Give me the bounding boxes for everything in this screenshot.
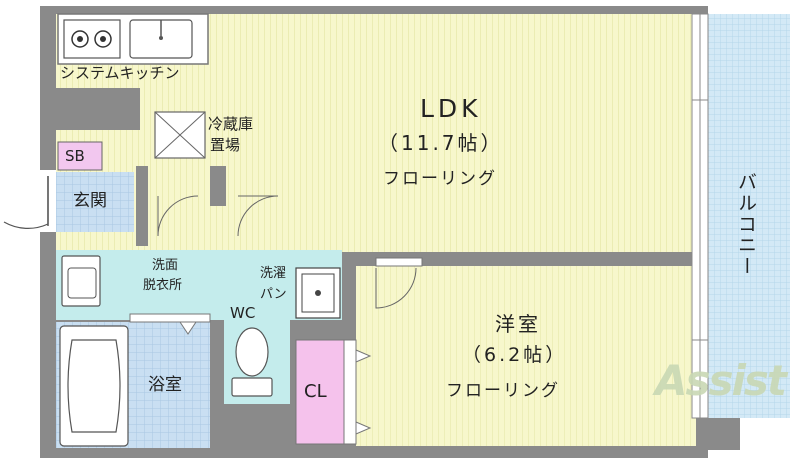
burner-left-icon xyxy=(71,30,89,48)
laundry-label-line2: パン xyxy=(260,287,287,302)
washroom-floor xyxy=(56,250,342,320)
corridor xyxy=(136,170,246,246)
balcony xyxy=(708,14,790,418)
western-door xyxy=(375,267,417,309)
bathtub xyxy=(59,325,129,447)
corridor-wall xyxy=(136,166,148,246)
closet xyxy=(295,339,345,445)
western-floor xyxy=(356,266,696,446)
washroom-label-line2: 脱衣所 xyxy=(143,278,183,293)
western-room-name: 洋室 xyxy=(495,312,541,336)
corridor-door xyxy=(157,195,199,237)
western-room-size: （6.2帖） xyxy=(462,344,568,366)
ldk-door xyxy=(237,195,279,237)
wc-label: WC xyxy=(230,304,256,322)
wall-kitchen-side xyxy=(110,108,140,130)
entrance-floor xyxy=(56,172,134,232)
entrance-label: 玄関 xyxy=(73,191,107,211)
washroom-label-line1: 洗面 xyxy=(152,258,179,273)
ldk-name: LDK xyxy=(420,94,482,123)
watermark-logo: Assist xyxy=(655,356,787,405)
toilet-tank xyxy=(231,377,273,397)
bath-label: 浴室 xyxy=(148,375,182,395)
fridge-label-line2: 置場 xyxy=(210,136,241,154)
ldk-size: （11.7帖） xyxy=(378,131,504,155)
kitchen-label: システムキッチン xyxy=(60,64,180,82)
toilet-bowl xyxy=(235,327,269,377)
fridge-label-line1: 冷蔵庫 xyxy=(208,115,254,133)
western-floor-type: フローリング xyxy=(446,381,560,401)
ldk-floor-type: フローリング xyxy=(383,169,497,189)
sb-area xyxy=(57,141,103,171)
balcony-label: バルコニー xyxy=(735,172,757,277)
sb-label: SB xyxy=(65,147,85,165)
closet-label: CL xyxy=(304,381,327,402)
laundry-label-line1: 洗濯 xyxy=(260,266,287,281)
burner-right-icon xyxy=(94,30,112,48)
